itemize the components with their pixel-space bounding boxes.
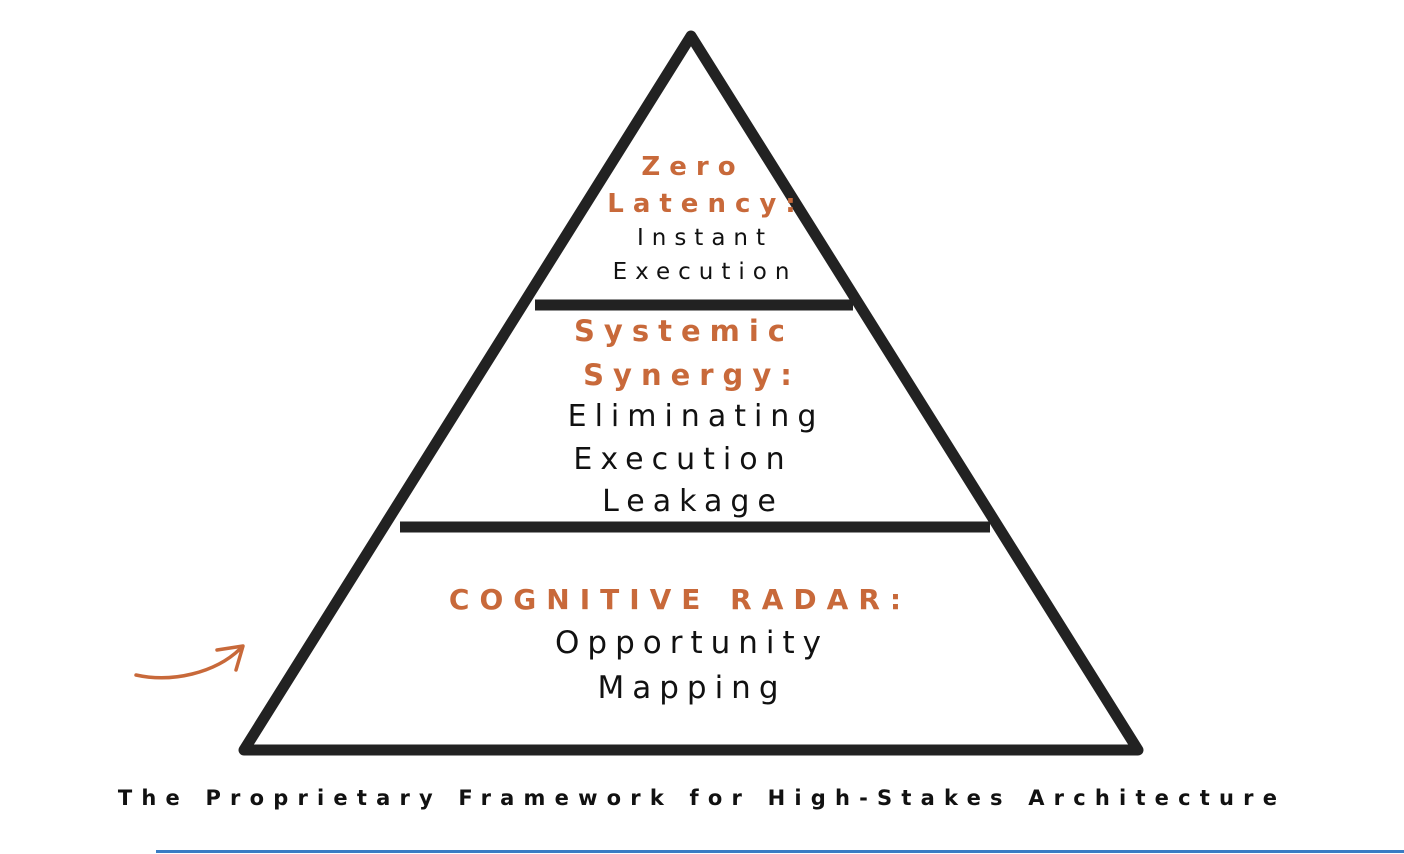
diagram-caption: The Proprietary Framework for High-Stake… [117,786,1287,810]
tier-bottom: COGNITIVE RADAR: Opportunity Mapping [449,583,911,706]
curved-arrow-icon [134,644,245,680]
tier-bottom-heading: COGNITIVE RADAR: [449,583,911,616]
tier-top: Zero Latency: Instant Execution [607,152,804,285]
bottom-divider-line [156,850,1404,853]
tier-middle-desc-line-2: Execution [573,442,792,477]
tier-bottom-desc-line-1: Opportunity [555,625,829,661]
tier-middle: Systemic Synergy: Eliminating Execution … [568,314,825,519]
tier-middle-heading-line-1: Systemic [574,314,794,348]
tier-top-heading-line-1: Zero [641,152,744,182]
tier-middle-desc-line-1: Eliminating [568,399,825,434]
tier-top-heading-line-2: Latency: [607,189,804,219]
tier-top-desc-line-1: Instant [637,225,773,251]
tier-middle-heading-line-2: Synergy: [583,358,801,392]
pyramid-outline [238,30,1144,756]
tier-top-desc-line-2: Execution [613,259,798,285]
tier-bottom-desc-line-2: Mapping [597,670,786,706]
tier-middle-desc-line-3: Leakage [602,484,784,519]
